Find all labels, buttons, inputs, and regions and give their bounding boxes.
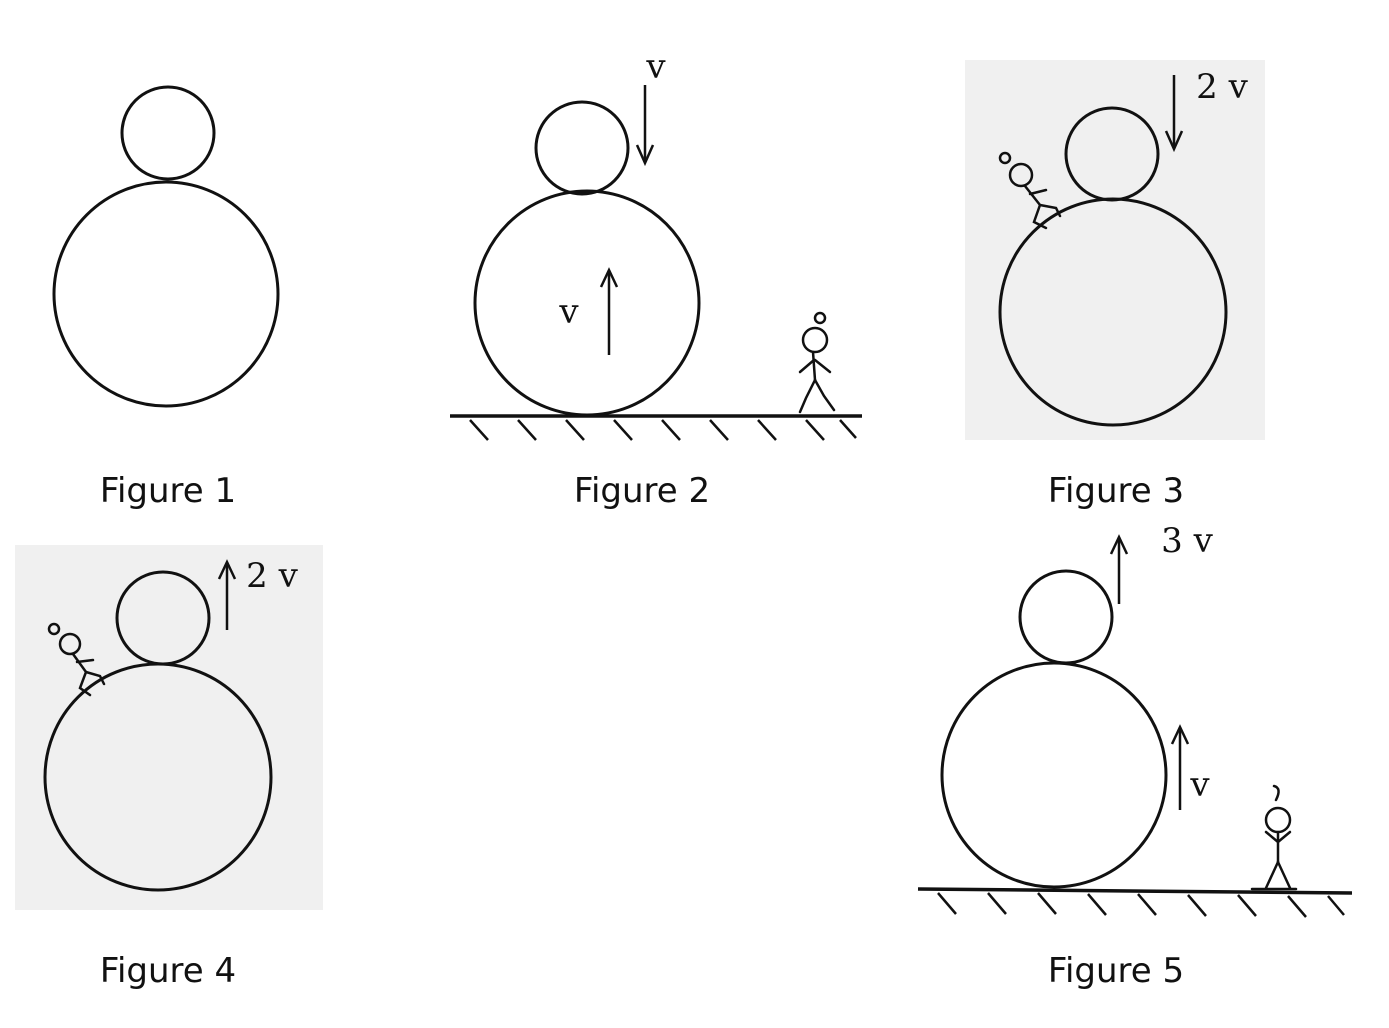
figure2-large-velocity-arrow: [599, 267, 619, 355]
figure5-small-velocity-arrow: [1109, 534, 1129, 604]
figure3-caption: Figure 3: [1048, 471, 1184, 511]
figure4-caption: Figure 4: [100, 951, 236, 991]
figure1-caption: Figure 1: [100, 471, 236, 511]
figure5-caption: Figure 5: [1048, 951, 1184, 991]
figure5-ground: [917, 887, 1353, 895]
figure2-small-velocity-arrow: [635, 85, 655, 167]
figure3-small-velocity-label: 2 v: [1196, 67, 1248, 107]
figure-2: v v Figure 2: [450, 47, 862, 511]
figure5-large-velocity-arrow: [1170, 724, 1190, 810]
figure3-small-velocity-arrow: [1164, 75, 1184, 153]
figure3-large-ball: [998, 197, 1228, 427]
figure5-small-velocity-label: 3 v: [1161, 521, 1213, 561]
figure-1: Figure 1: [52, 85, 280, 511]
figure-5: 3 v v Figure 5: [917, 521, 1353, 991]
figure2-small-ball: [534, 100, 630, 196]
figure4-large-ball: [43, 662, 273, 892]
figure1-large-ball: [52, 180, 280, 408]
figure2-caption: Figure 2: [574, 471, 710, 511]
figure5-person-icon: [1250, 784, 1298, 891]
figure-4: 2 v Figure 4: [43, 556, 299, 991]
figure3-shading: [965, 60, 1265, 440]
figure3-person-icon: [998, 151, 1062, 230]
figure4-small-velocity-arrow: [217, 559, 237, 630]
figure4-small-velocity-label: 2 v: [246, 556, 298, 596]
figure-3: 2 v Figure 3: [998, 67, 1249, 511]
figure5-ground-hatching: [937, 892, 1345, 918]
figure1-small-ball: [120, 85, 216, 181]
figure2-large-ball: [473, 189, 701, 417]
figure5-large-velocity-label: v: [1189, 765, 1210, 805]
figure2-person-icon: [798, 311, 836, 414]
figure5-small-ball: [1018, 569, 1114, 665]
figure2-small-velocity-label: v: [645, 47, 666, 87]
figure4-person-icon: [47, 622, 106, 697]
figure5-large-ball: [940, 661, 1168, 889]
figure4-shading: [15, 545, 323, 910]
figure2-large-velocity-label: v: [558, 292, 579, 332]
figure2-ground-hatching: [469, 419, 857, 441]
